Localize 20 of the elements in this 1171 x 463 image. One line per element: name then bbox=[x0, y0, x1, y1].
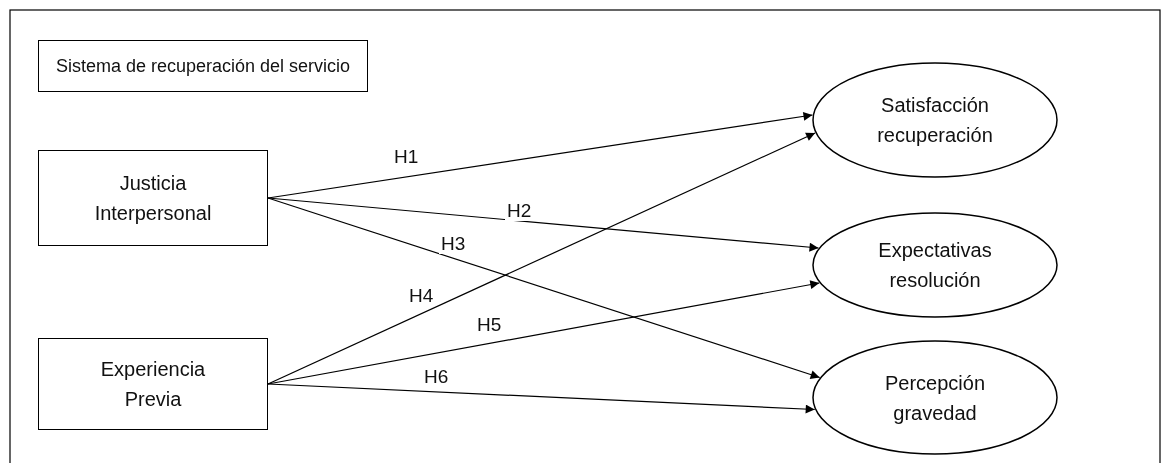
ellipse-node bbox=[812, 212, 1058, 318]
node-label: Satisfacción recuperación bbox=[876, 93, 994, 148]
node-label: Justicia Interpersonal bbox=[93, 171, 213, 226]
node-label: Sistema de recuperación del servicio bbox=[55, 55, 351, 78]
arrow bbox=[267, 111, 814, 199]
arrow bbox=[267, 383, 816, 414]
arrow bbox=[267, 197, 821, 379]
ellipse-node bbox=[812, 340, 1058, 455]
arrow bbox=[267, 132, 816, 385]
edge-label: H2 bbox=[505, 201, 534, 221]
ellipse-node bbox=[812, 62, 1058, 178]
title-box bbox=[38, 40, 368, 92]
edge-label: H3 bbox=[439, 234, 468, 254]
arrow bbox=[267, 280, 820, 385]
node-label: Expectativas resolución bbox=[877, 238, 993, 293]
process-box bbox=[38, 338, 268, 430]
arrow bbox=[267, 197, 820, 252]
node-label: Experiencia Previa bbox=[99, 357, 207, 412]
node-label: Percepción gravedad bbox=[883, 370, 987, 426]
process-box bbox=[38, 150, 268, 246]
